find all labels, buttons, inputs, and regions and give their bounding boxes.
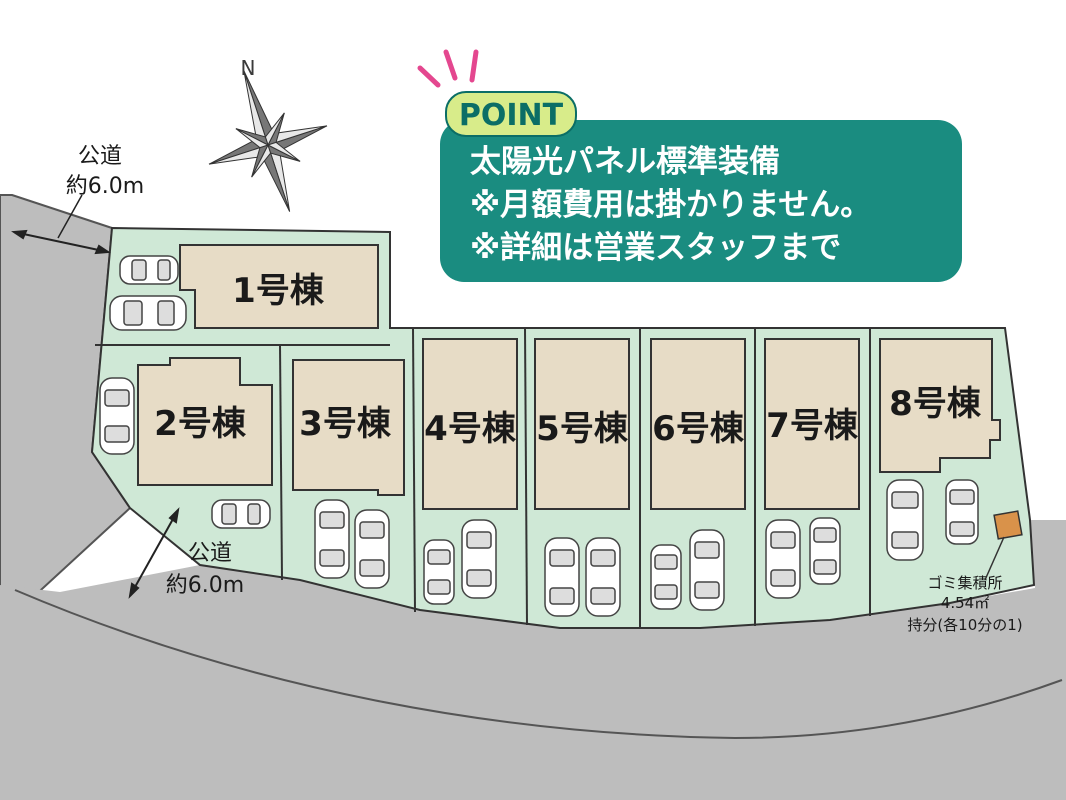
car-icon	[544, 537, 580, 617]
car-icon	[809, 517, 841, 585]
road-nw-width: 約6.0m	[66, 174, 144, 199]
garbage-leader	[984, 536, 1005, 581]
garbage-area-value: 4.54㎡	[941, 594, 989, 612]
car-icon	[765, 519, 801, 599]
garbage-name: ゴミ集積所	[927, 574, 1002, 592]
car-icon	[354, 509, 390, 589]
building-2	[137, 357, 273, 486]
garbage-share: 持分(各10分の1)	[907, 616, 1022, 634]
garbage-area	[993, 510, 1023, 540]
car-icon	[886, 479, 924, 561]
building-6	[650, 338, 746, 510]
plot-label-4: 4号棟	[424, 409, 517, 449]
road-s-width: 約6.0m	[166, 573, 244, 598]
compass-rose-icon	[208, 70, 328, 212]
car-icon	[99, 377, 135, 455]
cars	[99, 255, 979, 617]
road-nw-label: 公道	[78, 144, 122, 169]
compass-north-label: N	[241, 56, 256, 80]
point-line-2: ※月額費用は掛かりません。	[470, 187, 871, 223]
building-1	[179, 244, 379, 329]
plot-label-2: 2号棟	[154, 404, 247, 444]
road-south-edge	[14, 589, 1063, 740]
plot-label-1: 1号棟	[232, 271, 325, 311]
car-icon	[945, 479, 979, 545]
car-icon	[461, 519, 497, 599]
road-dimension-nw	[11, 194, 111, 255]
sparkle-icon	[417, 49, 479, 88]
plot-label-7: 7号棟	[766, 406, 859, 446]
car-icon	[109, 295, 187, 331]
car-icon	[423, 539, 455, 605]
point-line-3: ※詳細は営業スタッフまで	[470, 230, 841, 266]
point-box	[440, 120, 962, 282]
building-7	[764, 338, 860, 510]
car-icon	[211, 499, 271, 529]
point-badge	[445, 91, 577, 137]
car-icon	[585, 537, 621, 617]
buildings	[137, 244, 1001, 510]
building-3	[292, 359, 405, 496]
point-callout: POINT 太陽光パネル標準装備 ※月額費用は掛かりません。 ※詳細は営業スタッ…	[417, 49, 962, 282]
car-icon	[314, 499, 350, 579]
car-icon	[689, 529, 725, 611]
road-dimension-s	[128, 507, 180, 599]
plot-label-5: 5号棟	[536, 409, 629, 449]
plot-label-8: 8号棟	[889, 384, 982, 424]
car-icon	[119, 255, 179, 285]
building-4	[422, 338, 518, 510]
plot-label-3: 3号棟	[299, 404, 392, 444]
car-icon	[650, 544, 682, 610]
building-5	[534, 338, 630, 510]
point-badge-text: POINT	[459, 98, 564, 133]
road-south	[0, 520, 1066, 800]
building-8	[879, 338, 1001, 473]
plot-label-6: 6号棟	[652, 409, 745, 449]
lot-dividers	[95, 327, 871, 628]
point-line-1: 太陽光パネル標準装備	[470, 144, 780, 180]
road-s-label: 公道	[188, 541, 232, 566]
